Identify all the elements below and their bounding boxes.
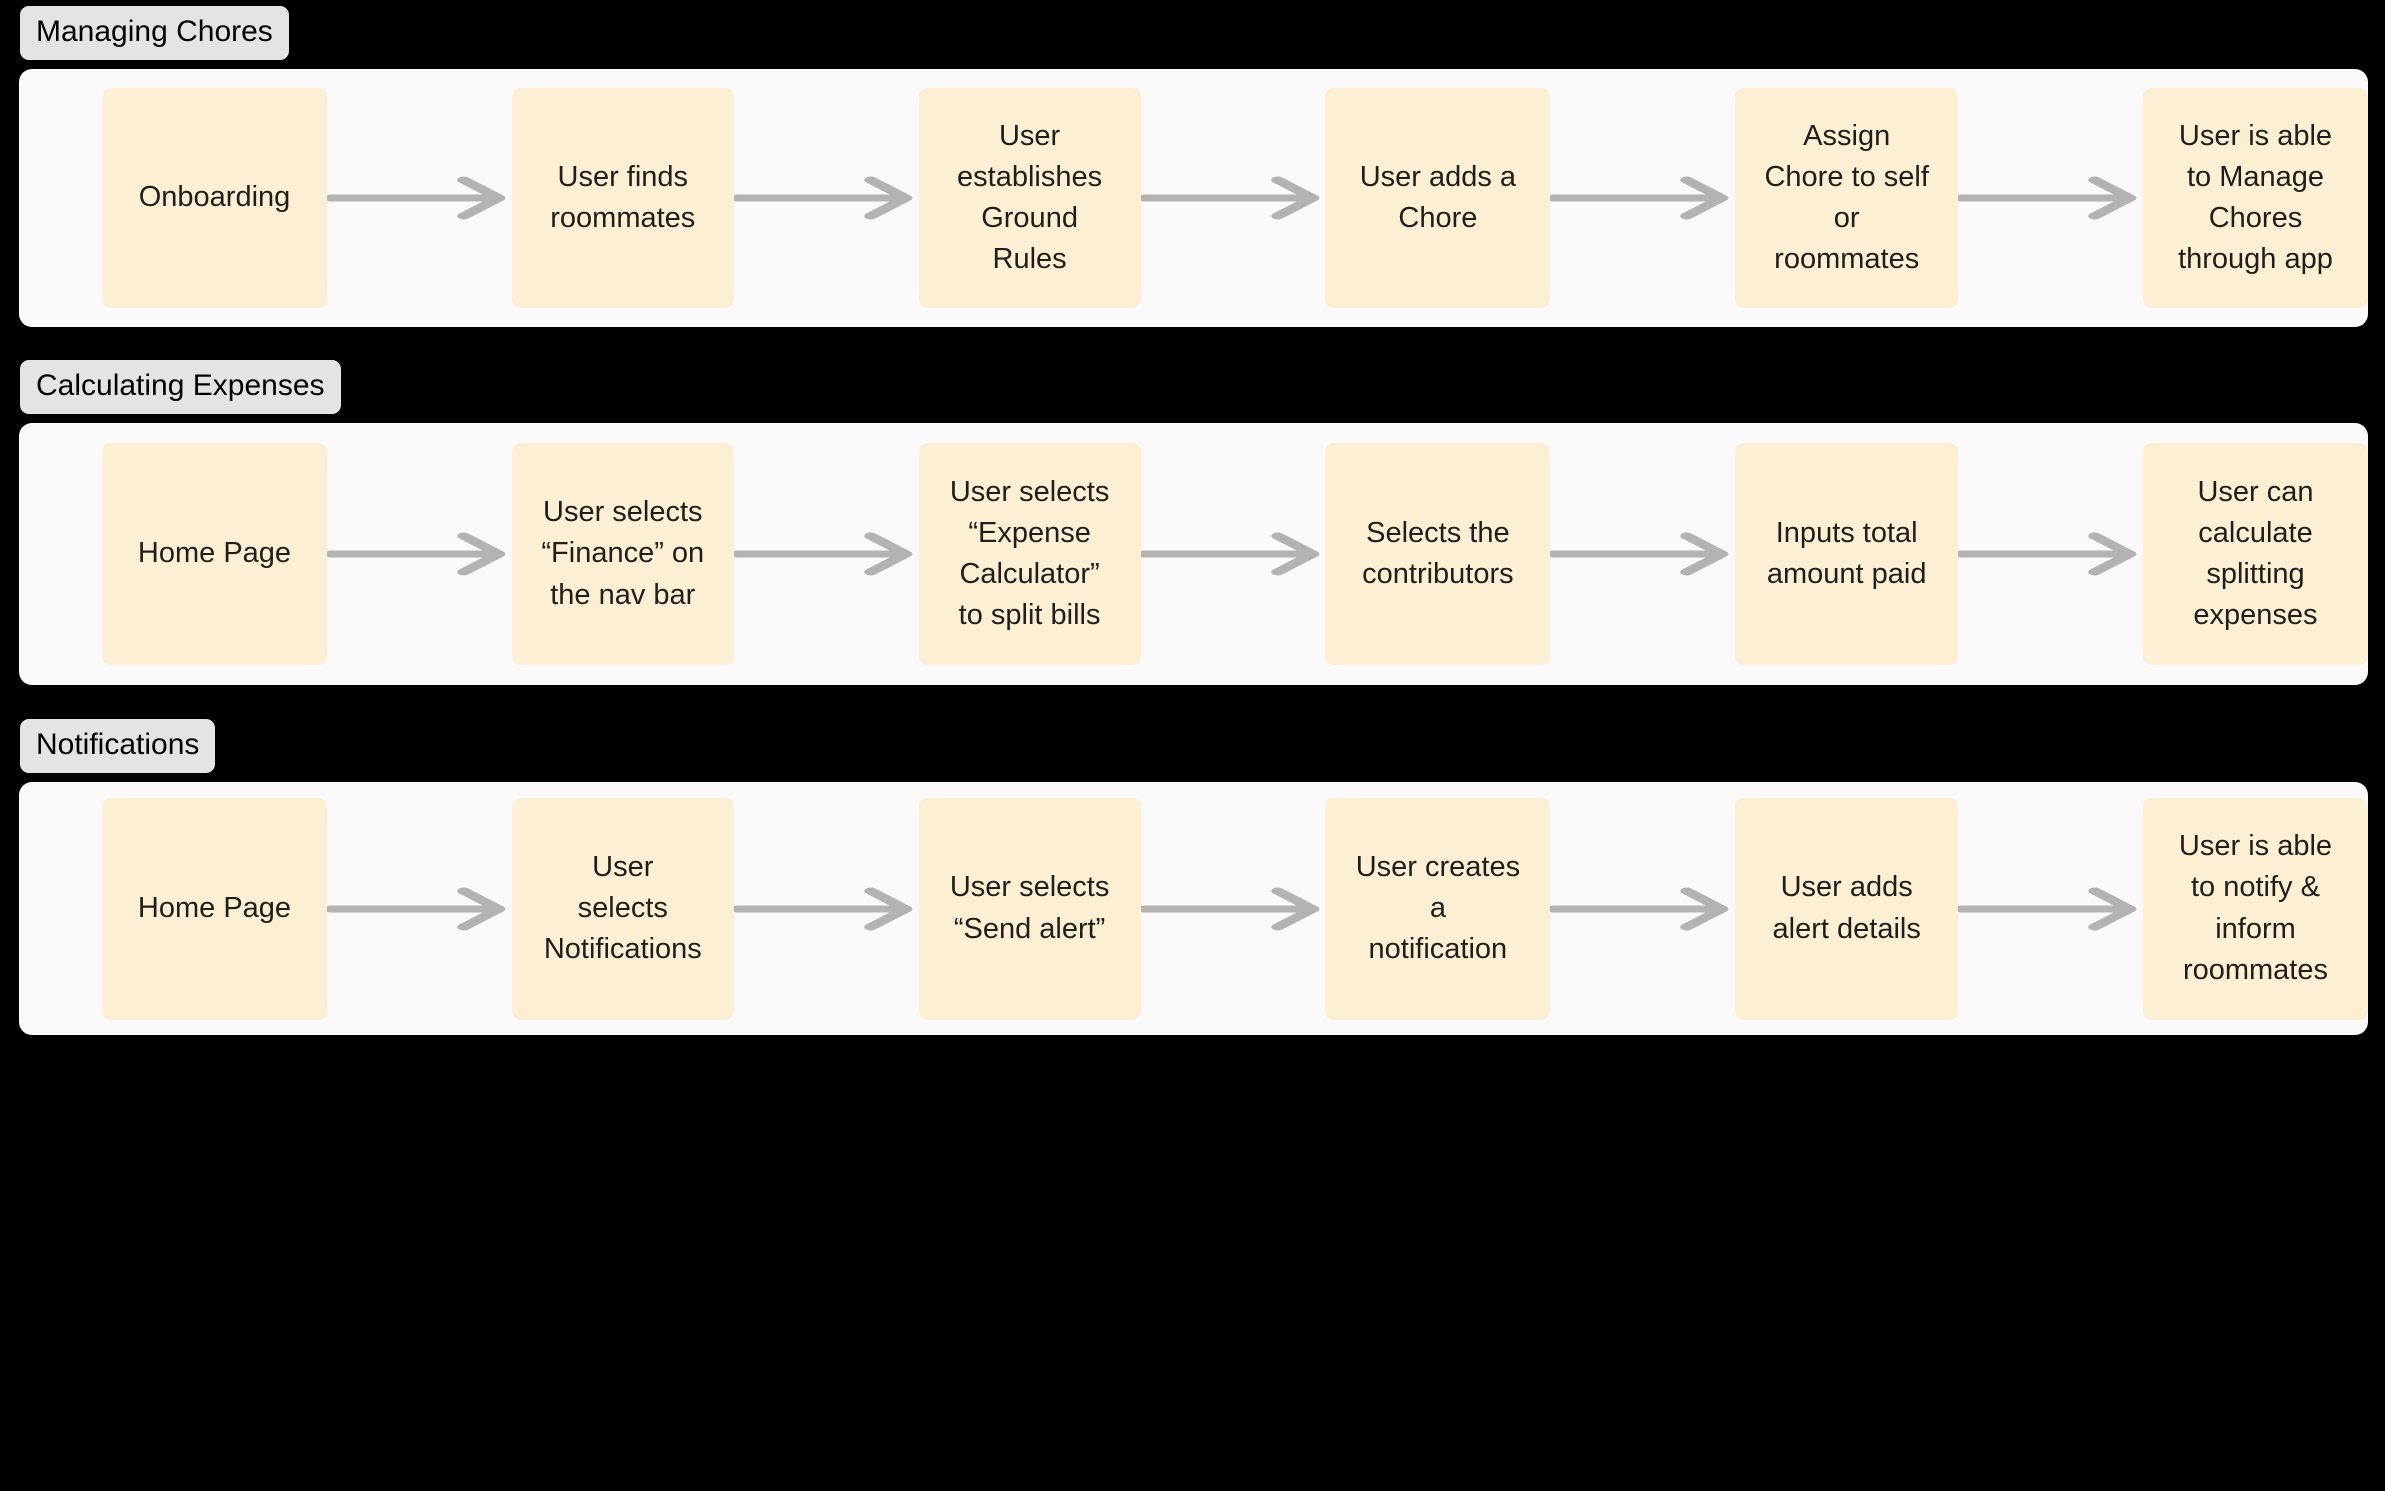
flow-arrow-icon <box>327 526 512 582</box>
section-gap <box>0 685 2385 719</box>
flow-node-label: Inputs total amount paid <box>1766 516 1927 590</box>
flow-arrow-icon <box>1140 526 1326 582</box>
section-calculating-expenses: Calculating Expenses Home Page User sele… <box>0 360 2385 685</box>
flow-arrow-icon <box>733 881 919 937</box>
flow-arrow-icon <box>327 881 512 937</box>
flow-node-label: User selects Notifications <box>543 850 702 966</box>
flow-node-label: Assign Chore to self or roommates <box>1764 119 1929 276</box>
flow-arrow-icon <box>733 170 919 226</box>
flow-node[interactable]: User can calculate splitting expenses <box>2142 443 2368 665</box>
flow-node-label: Selects the contributors <box>1362 516 1514 590</box>
flow-arrow-icon <box>1550 170 1735 226</box>
flow-node-label: Home Page <box>137 891 292 924</box>
flow-node-label: Onboarding <box>138 181 291 214</box>
flow-calculating-expenses: Home Page User selects “Finance” on the … <box>102 443 2368 665</box>
flow-arrow-icon <box>1140 170 1326 226</box>
flow-arrow-icon <box>1958 170 2143 226</box>
flow-node-label: User is able to Manage Chores through ap… <box>2178 119 2333 276</box>
flow-node[interactable]: Inputs total amount paid <box>1735 443 1959 665</box>
flow-notifications: Home Page User selects Notifications <box>102 797 2368 1020</box>
flow-arrow-icon <box>1550 881 1735 937</box>
flow-node-label: User adds a Chore <box>1359 160 1517 234</box>
flow-node-label: User is able to notify & inform roommate… <box>2178 830 2333 986</box>
flow-node-label: User selects “Expense Calculator” to spl… <box>949 475 1110 632</box>
flow-node-label: Home Page <box>137 537 292 570</box>
flow-node[interactable]: Onboarding <box>102 88 327 308</box>
panel-calculating-expenses: Home Page User selects “Finance” on the … <box>19 423 2368 685</box>
flow-node[interactable]: User creates a notification <box>1325 797 1551 1020</box>
flow-arrow-icon <box>1550 526 1735 582</box>
flow-node[interactable]: User is able to Manage Chores through ap… <box>2142 88 2368 308</box>
flow-node-label: User finds roommates <box>550 160 696 234</box>
flow-arrow-icon <box>327 170 512 226</box>
flow-node[interactable]: User selects “Finance” on the nav bar <box>511 443 734 665</box>
flow-arrow-icon <box>1958 526 2143 582</box>
flow-node-label: User selects “Send alert” <box>949 871 1110 945</box>
section-managing-chores: Managing Chores Onboarding User finds ro… <box>0 6 2385 327</box>
panel-notifications: Home Page User selects Notifications <box>19 782 2368 1035</box>
flow-node[interactable]: Home Page <box>102 797 327 1020</box>
flow-node[interactable]: User adds a Chore <box>1325 88 1551 308</box>
flow-node-label: User adds alert details <box>1772 871 1921 945</box>
section-label-managing-chores[interactable]: Managing Chores <box>20 6 289 60</box>
flow-node[interactable]: User finds roommates <box>511 88 734 308</box>
flow-node[interactable]: Selects the contributors <box>1325 443 1551 665</box>
flow-node-label: User selects “Finance” on the nav bar <box>541 496 705 611</box>
flow-node[interactable]: User selects “Expense Calculator” to spl… <box>918 443 1141 665</box>
flow-node[interactable]: User selects Notifications <box>511 797 734 1020</box>
section-gap <box>0 327 2385 360</box>
flow-arrow-icon <box>733 526 919 582</box>
flow-arrow-icon <box>1958 881 2143 937</box>
section-label-notifications[interactable]: Notifications <box>20 719 216 773</box>
panel-managing-chores: Onboarding User finds roommates <box>19 69 2368 327</box>
flow-arrow-icon <box>1140 881 1326 937</box>
flow-node[interactable]: User is able to notify & inform roommate… <box>2142 797 2368 1020</box>
section-notifications: Notifications Home Page User selects Not… <box>0 719 2385 1035</box>
flow-node[interactable]: User adds alert details <box>1735 797 1959 1020</box>
flow-node[interactable]: Assign Chore to self or roommates <box>1735 88 1959 308</box>
section-label-calculating-expenses[interactable]: Calculating Expenses <box>20 360 341 414</box>
flow-node-label: User establishes Ground Rules <box>957 119 1103 276</box>
flow-node[interactable]: User establishes Ground Rules <box>918 88 1141 308</box>
flow-node[interactable]: Home Page <box>102 443 327 665</box>
flow-node-label: User creates a notification <box>1355 850 1521 966</box>
flow-node-label: User can calculate splitting expenses <box>2193 475 2318 632</box>
flow-managing-chores: Onboarding User finds roommates <box>102 88 2368 308</box>
flow-node[interactable]: User selects “Send alert” <box>918 797 1141 1020</box>
